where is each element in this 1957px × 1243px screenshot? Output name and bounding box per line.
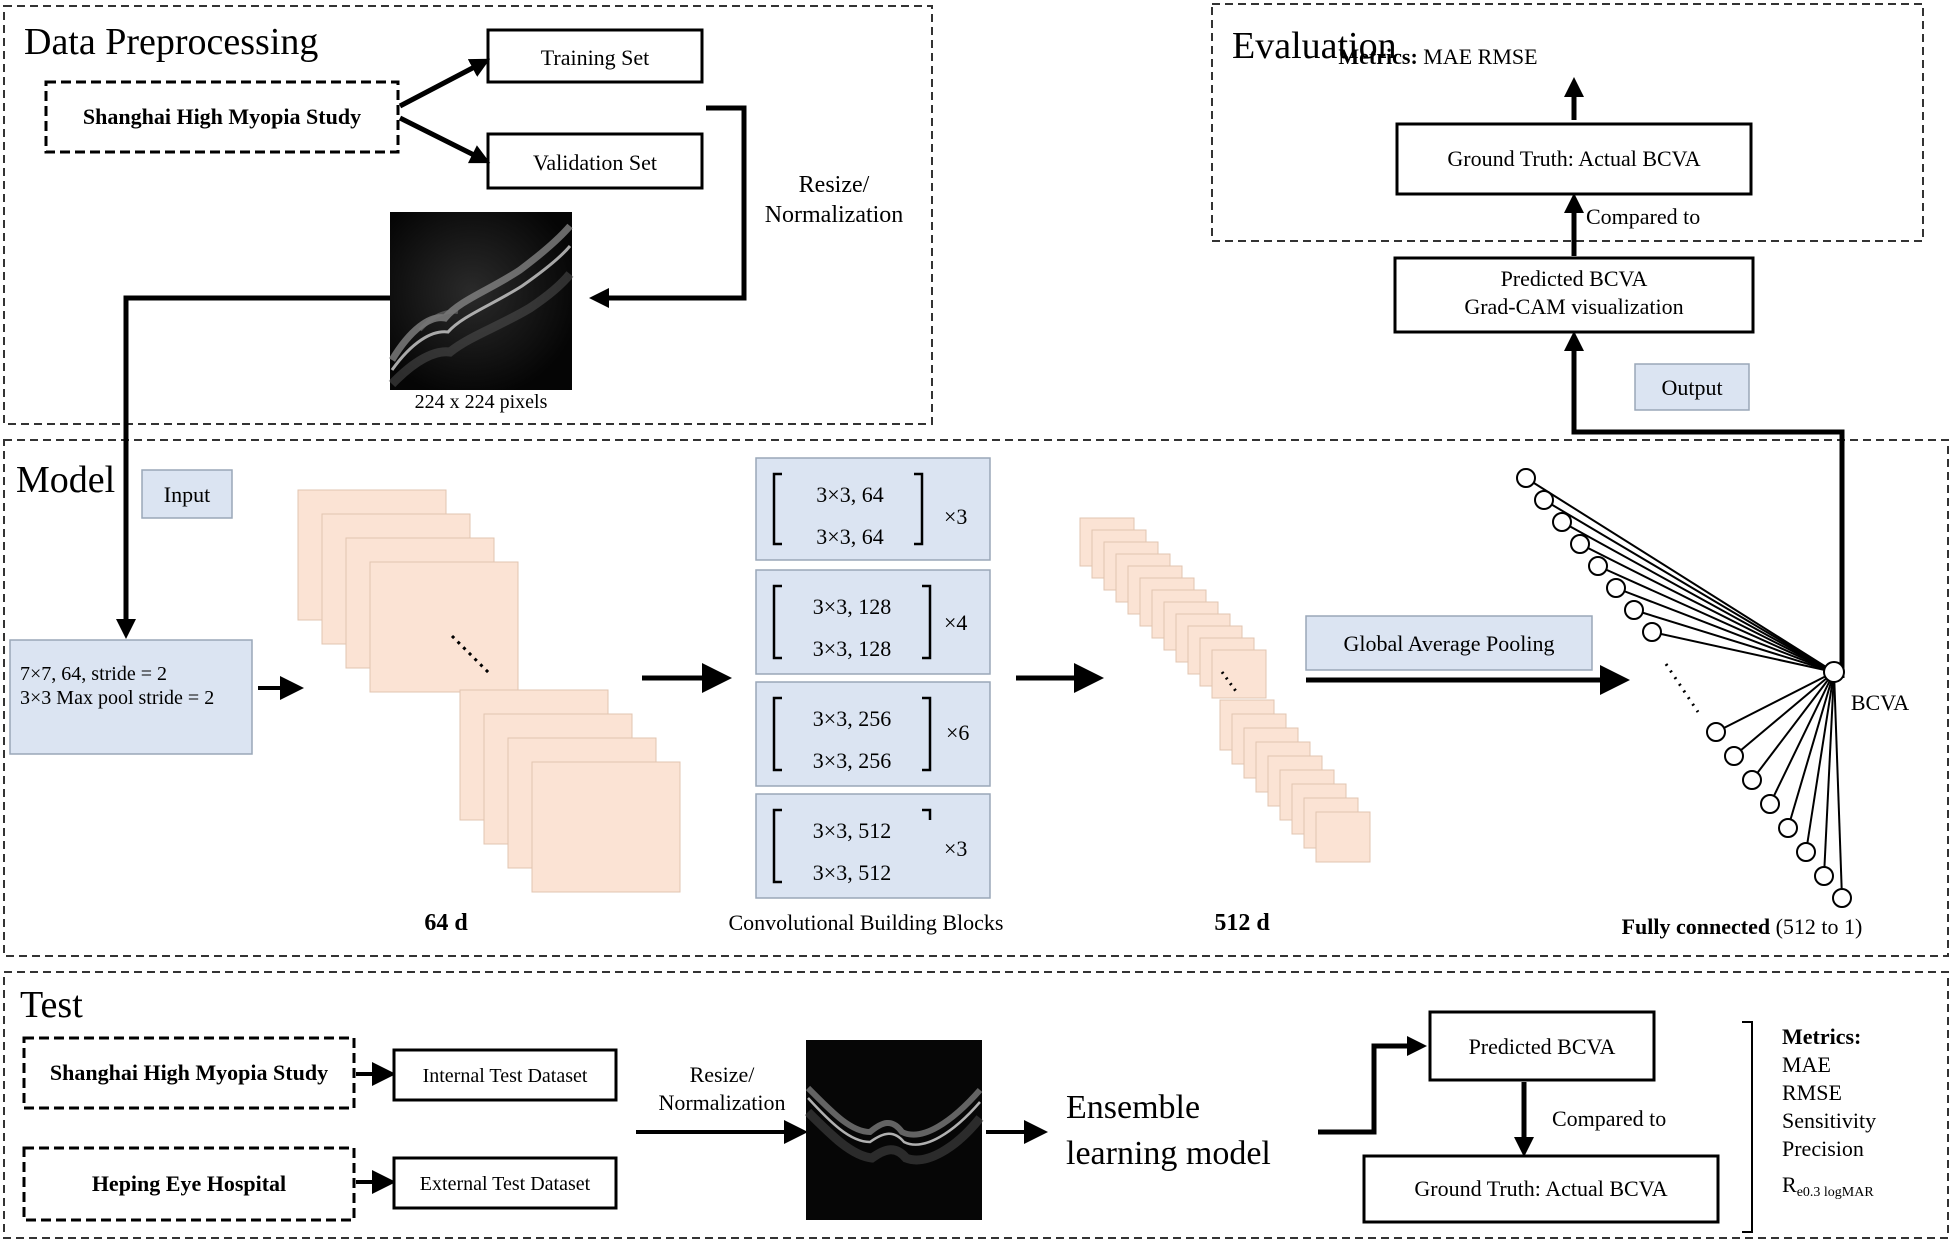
conv-block-2: 3×3, 128 3×3, 128 ×4 <box>755 569 991 675</box>
training-set-label: Training Set <box>541 45 650 70</box>
validation-set-label: Validation Set <box>533 150 657 175</box>
conv1-line-2: 3×3 Max pool stride = 2 <box>20 687 214 709</box>
test-resize-label-1: Resize/ <box>690 1062 756 1087</box>
image-size-label: 224 x 224 pixels <box>415 391 548 413</box>
eval-metrics: Metrics: MAE RMSE <box>1338 44 1537 69</box>
test-metric-r-sub: e0.3 logMAR <box>1797 1185 1875 1200</box>
preprocessing-frame <box>3 5 933 425</box>
conv-block-2-repeat: ×4 <box>944 610 967 635</box>
test-metric-1: MAE <box>1782 1052 1831 1077</box>
internal-test-box <box>392 1048 618 1102</box>
feature-maps-512d <box>1079 517 1371 863</box>
label-512d: 512 d <box>1214 910 1270 936</box>
test-predicted-label: Predicted BCVA <box>1469 1034 1616 1059</box>
eval-predicted-label-2: Grad-CAM visualization <box>1464 294 1683 319</box>
gap-label: Global Average Pooling <box>1344 631 1555 656</box>
ensemble-label-2: learning model <box>1066 1135 1271 1172</box>
gap-box <box>1305 615 1593 671</box>
fc-caption-rest: (512 to 1) <box>1770 914 1862 939</box>
external-test-box <box>392 1156 618 1210</box>
fc-caption: Fully connected (512 to 1) <box>1622 914 1863 939</box>
pre-resize-label-1: Resize/ <box>799 172 870 198</box>
conv-block-1-repeat: ×3 <box>944 504 967 529</box>
training-set-box <box>486 28 704 84</box>
eval-ground-truth-label: Ground Truth: Actual BCVA <box>1447 146 1700 171</box>
arrow-to-training <box>398 58 491 109</box>
input-label: Input <box>164 482 210 507</box>
test-ground-truth-label: Ground Truth: Actual BCVA <box>1414 1176 1667 1201</box>
pre-resize-label-2: Normalization <box>765 202 904 228</box>
label-64d: 64 d <box>424 910 468 936</box>
test-ground-truth-box <box>1362 1154 1720 1224</box>
test-metric-2: RMSE <box>1782 1080 1842 1105</box>
oct-scan-image-test <box>804 1040 984 1220</box>
eval-ground-truth-box <box>1395 122 1753 196</box>
test-compared-label: Compared to <box>1552 1106 1666 1131</box>
eval-metrics-label: Metrics: <box>1338 44 1417 69</box>
validation-set-box <box>486 132 704 190</box>
eval-predicted-box <box>1393 256 1755 334</box>
evaluation-title: Evaluation <box>1232 25 1397 67</box>
test-title: Test <box>20 984 83 1026</box>
bcva-output-neuron <box>1823 661 1845 683</box>
conv-block-3-line-2: 3×3, 256 <box>813 748 891 773</box>
conv-block-1-line-1: 3×3, 64 <box>816 482 883 507</box>
arrow-ensemble-to-predicted <box>1318 1036 1428 1135</box>
eval-metrics-values: MAE RMSE <box>1418 44 1538 69</box>
arrow-to-validation <box>398 115 491 164</box>
eval-predicted-label-1: Predicted BCVA <box>1501 266 1648 291</box>
test-metric-r-main: R <box>1782 1172 1797 1197</box>
input-badge <box>141 469 233 519</box>
pre-source-box <box>44 80 400 154</box>
arrow-resize-pre <box>588 105 747 308</box>
test-source-2-label: Heping Eye Hospital <box>92 1171 286 1196</box>
evaluation-frame <box>1211 3 1924 242</box>
conv-block-4-line-2: 3×3, 512 <box>813 860 891 885</box>
test-predicted-box <box>1428 1010 1656 1082</box>
conv-block-4-repeat: ×3 <box>944 836 967 861</box>
oct-scan-image-preprocessing <box>388 212 574 390</box>
conv-block-3: 3×3, 256 3×3, 256 ×6 <box>755 681 991 787</box>
arrow-input <box>116 295 390 640</box>
pre-source-label: Shanghai High Myopia Study <box>83 104 361 129</box>
arrow-output <box>1564 330 1845 678</box>
internal-test-label: Internal Test Dataset <box>423 1065 588 1087</box>
conv-block-3-repeat: ×6 <box>946 720 969 745</box>
eval-compared-label: Compared to <box>1586 204 1700 229</box>
external-test-label: External Test Dataset <box>420 1173 591 1195</box>
bcva-label: BCVA <box>1851 690 1909 715</box>
conv-block-1-line-2: 3×3, 64 <box>816 524 883 549</box>
test-metrics-title: Metrics: <box>1782 1024 1861 1049</box>
fully-connected-layer <box>1516 468 1852 908</box>
conv-block-4: 3×3, 512 3×3, 512 ×3 <box>755 793 991 899</box>
output-box <box>1634 363 1750 411</box>
conv-block-4-line-1: 3×3, 512 <box>813 818 891 843</box>
conv-block-2-line-1: 3×3, 128 <box>813 594 891 619</box>
conv1-line-1: 7×7, 64, stride = 2 <box>20 663 167 685</box>
test-metric-4: Precision <box>1782 1136 1864 1161</box>
test-resize-label-2: Normalization <box>658 1090 785 1115</box>
conv-block-3-line-1: 3×3, 256 <box>813 706 891 731</box>
preprocessing-title: Data Preprocessing <box>24 21 318 63</box>
feature-maps-64d <box>297 489 681 893</box>
test-source-2-box <box>22 1146 356 1222</box>
blocks-caption: Convolutional Building Blocks <box>728 910 1003 935</box>
test-metric-r: Re0.3 logMAR <box>1782 1172 1874 1200</box>
metrics-brace <box>1742 1021 1753 1233</box>
fc-caption-bold: Fully connected <box>1622 914 1771 939</box>
conv-block-2-line-2: 3×3, 128 <box>813 636 891 661</box>
test-metric-3: Sensitivity <box>1782 1108 1876 1133</box>
conv1-box <box>9 639 253 755</box>
test-source-1-label: Shanghai High Myopia Study <box>50 1060 328 1085</box>
model-frame <box>3 439 1949 957</box>
output-label: Output <box>1661 375 1722 400</box>
test-source-1-box <box>22 1036 356 1110</box>
conv-block-1: 3×3, 64 3×3, 64 ×3 <box>755 457 991 561</box>
ensemble-label-1: Ensemble <box>1066 1089 1200 1126</box>
model-title: Model <box>16 459 115 501</box>
